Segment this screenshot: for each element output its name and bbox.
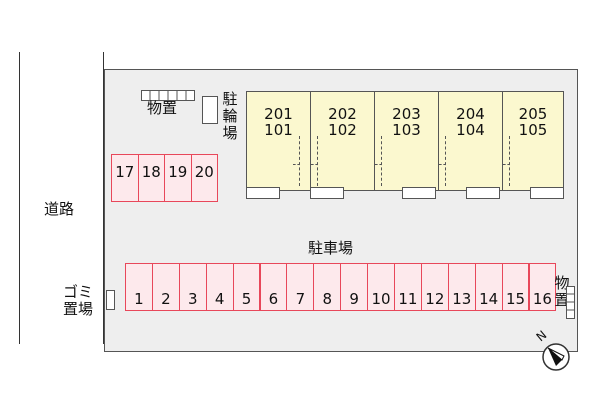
storage-shed-top-icon: [141, 90, 195, 101]
unit-lower-number: 105: [518, 121, 548, 139]
garbage-label-line2: 置場: [63, 300, 94, 318]
parking-space-11: 11: [394, 263, 422, 311]
unit-upper-number: 201: [264, 105, 293, 123]
parking-space-15: 15: [501, 263, 530, 311]
unit-interior-line: [439, 164, 446, 165]
storage-top-label: 物置: [147, 99, 178, 117]
unit-entrance: [466, 187, 500, 199]
unit-upper-number: 204: [456, 105, 485, 123]
parking-space-7: 7: [286, 263, 315, 311]
parking-space-5: 5: [232, 263, 261, 311]
parking-space-16: 16: [528, 263, 557, 311]
storage-right-label: 物置: [554, 274, 570, 309]
unit-lower-number: 103: [392, 121, 421, 139]
unit-interior-line: [311, 164, 318, 165]
road-boundary-right: [103, 52, 104, 344]
unit-lower-number: 101: [264, 121, 293, 139]
unit-upper-number: 205: [518, 105, 548, 123]
parking-space-14: 14: [474, 263, 503, 311]
parking-space-3: 3: [178, 263, 207, 311]
storage-shed-top: [141, 87, 195, 106]
unit-interior-line: [317, 136, 318, 186]
parking-space-20: 20: [190, 154, 218, 202]
road-boundary-left: [19, 52, 20, 344]
north-arrow-icon: [542, 343, 570, 371]
parking-space-19: 19: [164, 154, 192, 202]
unit-interior-line: [299, 136, 300, 186]
north-arrow: [534, 330, 574, 374]
parking-label: 駐車場: [308, 239, 354, 257]
unit-interior-line: [293, 164, 300, 165]
unit-entrance: [246, 187, 280, 199]
unit-upper-number: 203: [392, 105, 421, 123]
storage-shed-right-icon: [566, 286, 575, 319]
unit-upper-number: 202: [328, 105, 357, 123]
parking-space-10: 10: [367, 263, 395, 311]
parking-space-9: 9: [340, 263, 369, 311]
parking-space-8: 8: [313, 263, 342, 311]
unit-interior-line: [503, 164, 510, 165]
parking-space-17: 17: [111, 154, 139, 202]
unit-interior-line: [509, 136, 510, 186]
bike-parking-label: 駐輪場: [222, 90, 238, 142]
parking-space-12: 12: [420, 263, 449, 311]
unit-entrance: [310, 187, 344, 199]
parking-space-1: 1: [125, 263, 153, 311]
unit-entrance: [402, 187, 436, 199]
garbage-label-line1: ゴミ: [63, 283, 94, 301]
unit-entrance: [530, 187, 564, 199]
bike-parking-box: [202, 96, 218, 124]
parking-space-2: 2: [151, 263, 180, 311]
unit-lower-number: 102: [328, 121, 357, 139]
garbage-box: [106, 290, 115, 310]
unit-interior-line: [381, 136, 382, 186]
unit-interior-line: [445, 136, 446, 186]
parking-space-6: 6: [259, 263, 288, 311]
parking-space-13: 13: [447, 263, 476, 311]
parking-space-18: 18: [137, 154, 165, 202]
parking-space-4: 4: [205, 263, 234, 311]
road-label: 道路: [43, 200, 74, 218]
unit-lower-number: 104: [456, 121, 485, 139]
unit-interior-line: [375, 164, 382, 165]
storage-shed-right: [566, 286, 576, 324]
